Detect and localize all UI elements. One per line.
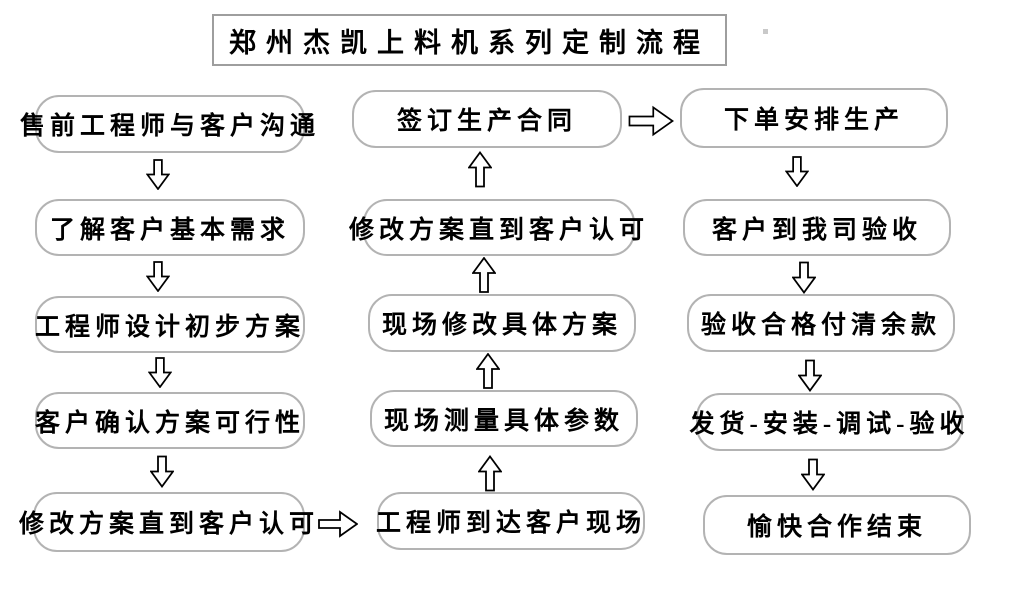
up-arrow-icon: [476, 353, 500, 389]
flow-node-onsite-measure: 现场测量具体参数: [370, 390, 638, 447]
flow-node-confirm-feasibility: 客户确认方案可行性: [35, 392, 305, 449]
flow-node-initial-design: 工程师设计初步方案: [35, 296, 305, 353]
up-arrow-icon: [468, 151, 492, 188]
down-arrow-icon: [792, 261, 816, 294]
down-arrow-icon: [801, 458, 825, 491]
flow-node-pay-balance: 验收合格付清余款: [687, 294, 955, 352]
down-arrow-icon: [146, 159, 170, 190]
flow-node-engineer-arrives: 工程师到达客户现场: [376, 492, 645, 550]
up-arrow-icon: [472, 257, 496, 293]
down-arrow-icon: [148, 357, 172, 388]
down-arrow-icon: [146, 261, 170, 292]
flow-node-revise-until-approved-1: 修改方案直到客户认可: [19, 492, 314, 552]
flow-node-revise-until-approved-2: 修改方案直到客户认可: [349, 199, 644, 256]
flow-node-ship-install-debug: 发货-安装-调试-验收: [690, 393, 965, 451]
down-arrow-icon: [798, 359, 822, 392]
down-arrow-icon: [150, 455, 174, 488]
right-arrow-icon: [624, 104, 678, 138]
flow-node-sign-contract: 签订生产合同: [352, 90, 622, 148]
flow-node-customer-acceptance: 客户到我司验收: [683, 199, 951, 256]
right-arrow-icon: [318, 509, 358, 539]
stray-mark-icon: [763, 29, 768, 34]
down-arrow-icon: [785, 156, 809, 187]
flow-node-presales-communication: 售前工程师与客户沟通: [20, 95, 315, 153]
flow-node-onsite-revise-plan: 现场修改具体方案: [368, 294, 636, 352]
flowchart-title-box: 郑州杰凯上料机系列定制流程: [212, 14, 727, 66]
up-arrow-icon: [478, 455, 502, 492]
flow-node-order-production: 下单安排生产: [680, 88, 948, 148]
flow-node-cooperation-end: 愉快合作结束: [703, 495, 971, 555]
flowchart-title: 郑州杰凯上料机系列定制流程: [229, 27, 710, 58]
flow-node-understand-needs: 了解客户基本需求: [35, 199, 305, 256]
